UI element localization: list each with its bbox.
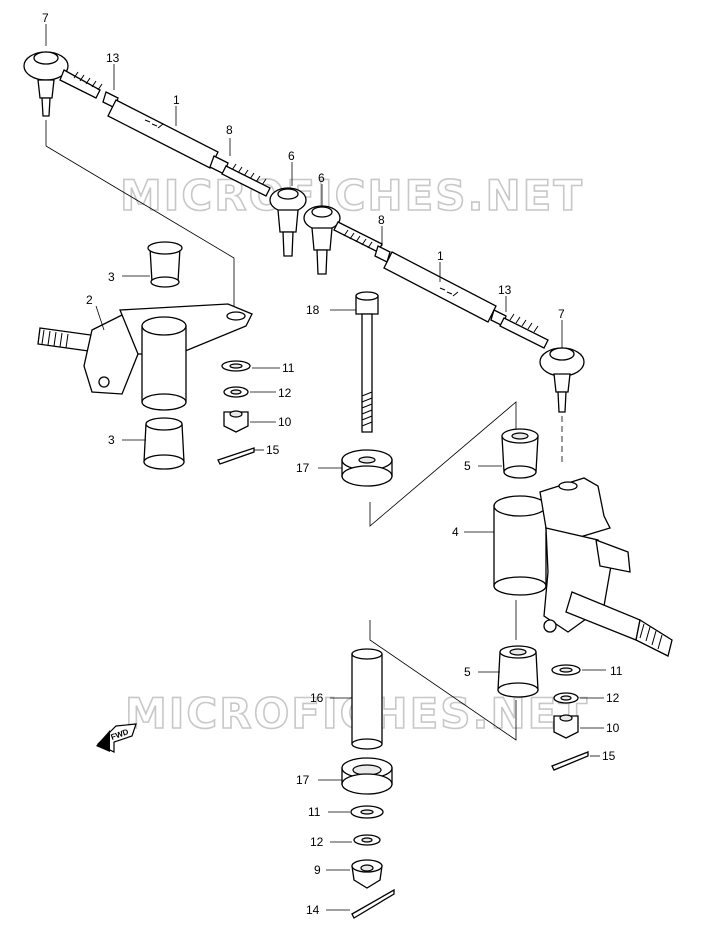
callout-11: 11 xyxy=(282,361,295,375)
callout-16: 16 xyxy=(310,691,324,705)
callout-18: 18 xyxy=(306,303,320,317)
callout-8: 8 xyxy=(226,123,233,137)
callout-12: 12 xyxy=(606,691,620,705)
callout-7: 7 xyxy=(42,11,49,25)
callout-13: 13 xyxy=(498,283,512,297)
callout-4: 4 xyxy=(452,525,459,539)
tie-rod-left xyxy=(23,51,307,257)
callout-14: 14 xyxy=(306,903,320,917)
callout-17: 17 xyxy=(296,773,310,787)
callout-11: 11 xyxy=(308,805,321,819)
callout-8: 8 xyxy=(378,213,385,227)
callout-3: 3 xyxy=(108,433,115,447)
fwd-arrow-icon: FWD xyxy=(96,723,137,753)
tie-rod-right xyxy=(303,205,585,413)
callout-6: 6 xyxy=(288,149,295,163)
callout-13: 13 xyxy=(106,51,120,65)
callout-1: 1 xyxy=(173,93,180,107)
callout-12: 12 xyxy=(278,386,292,400)
left-knuckle-group xyxy=(37,120,255,470)
callout-10: 10 xyxy=(278,415,292,429)
bottom-stack-group xyxy=(341,648,395,919)
callout-11: 11 xyxy=(610,664,623,678)
callout-12: 12 xyxy=(310,835,324,849)
callout-labels: 7 13 1 8 6 6 8 1 13 7 3 2 3 18 11 12 10 … xyxy=(42,11,623,917)
callout-15: 15 xyxy=(602,749,616,763)
callout-6: 6 xyxy=(318,171,325,185)
center-bolt-group xyxy=(341,291,517,527)
callout-7: 7 xyxy=(558,307,565,321)
callout-1: 1 xyxy=(437,249,444,263)
callout-3: 3 xyxy=(108,270,115,284)
right-knuckle-group xyxy=(369,416,673,771)
leader-lines xyxy=(45,24,606,911)
callout-10: 10 xyxy=(606,721,620,735)
callout-9: 9 xyxy=(314,863,321,877)
watermark-upper: MICROFICHES.NET xyxy=(120,171,584,220)
callout-15: 15 xyxy=(266,443,280,457)
callout-17: 17 xyxy=(296,461,310,475)
callout-5: 5 xyxy=(464,665,471,679)
callout-5: 5 xyxy=(464,459,471,473)
callout-2: 2 xyxy=(86,293,93,307)
